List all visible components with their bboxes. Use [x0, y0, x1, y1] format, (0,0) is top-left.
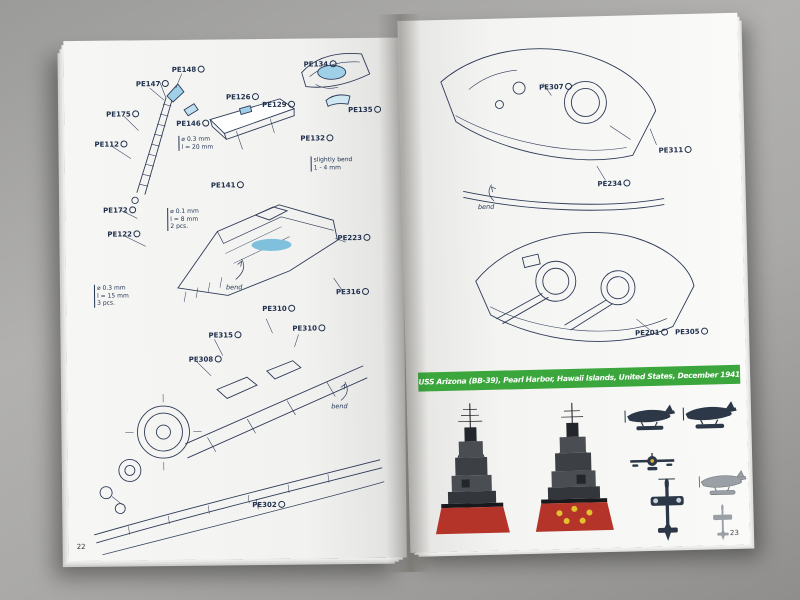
- scheme-title: USS Arizona (BB-39), Pearl Harbor, Hawai…: [418, 369, 741, 387]
- part-callout: PE172: [103, 206, 136, 214]
- part-callout: PE122: [107, 230, 140, 238]
- measurement-note: ⌀ 0.3 mm l = 15 mm 3 pcs.: [93, 284, 129, 308]
- part-callout: PE147: [136, 80, 169, 88]
- part-callout: PE223: [337, 234, 370, 242]
- part-callout: PE146: [176, 120, 209, 128]
- aircraft-side-view: [682, 401, 737, 429]
- bend-label: bend: [225, 283, 243, 292]
- part-callout: PE307: [539, 83, 572, 92]
- aircraft-side-view-gray: [698, 470, 747, 495]
- part-callout: PE201: [635, 329, 668, 338]
- part-callout: PE135: [348, 106, 381, 114]
- measurement-note: ⌀ 0.1 mm l = 8 mm 2 pcs.: [167, 207, 200, 231]
- instruction-booklet: PE147 PE148 PE175 PE112 PE172 PE126 PE12…: [47, 7, 770, 579]
- part-callout: PE310: [292, 324, 325, 332]
- measurement-note: slightly bend 1 - 4 mm: [310, 156, 353, 172]
- part-callout: PE311: [659, 146, 692, 155]
- assembly-line-art-right: [440, 48, 695, 342]
- part-callout: PE148: [172, 66, 205, 74]
- ship-rear-profile: [535, 402, 614, 532]
- aircraft-top-view-gray: [713, 504, 733, 541]
- part-callout: PE316: [336, 288, 369, 296]
- part-callout: PE175: [106, 110, 139, 118]
- part-callout: PE141: [211, 181, 244, 189]
- aircraft-front-view: [630, 452, 675, 471]
- part-callout: PE129: [262, 101, 295, 109]
- part-callout: PE310: [262, 305, 295, 313]
- aircraft-top-view: [650, 478, 684, 541]
- bend-label: bend: [477, 202, 495, 212]
- part-callout: PE234: [597, 179, 630, 189]
- part-callout: PE315: [208, 331, 241, 339]
- part-callout: PE112: [94, 140, 127, 149]
- bend-label: bend: [331, 402, 348, 411]
- page-number-left: 22: [76, 542, 86, 551]
- part-callout: PE134: [304, 60, 337, 68]
- part-callout: PE308: [189, 355, 222, 364]
- part-callout: PE305: [675, 328, 708, 337]
- color-profiles: [419, 387, 747, 549]
- part-callout: PE302: [252, 501, 285, 509]
- part-callout: PE132: [300, 134, 333, 142]
- page-number-right: 23: [729, 528, 740, 538]
- part-callout: PE126: [226, 93, 259, 101]
- page-left: PE147 PE148 PE175 PE112 PE172 PE126 PE12…: [63, 37, 407, 562]
- page-right: PE307 PE311 PE234 PE201 PE305 bend USS A…: [397, 12, 751, 553]
- measurement-note: ⌀ 0.3 mm l = 20 mm: [178, 135, 214, 151]
- aircraft-side-view: [624, 404, 676, 431]
- ship-front-profile: [435, 403, 510, 535]
